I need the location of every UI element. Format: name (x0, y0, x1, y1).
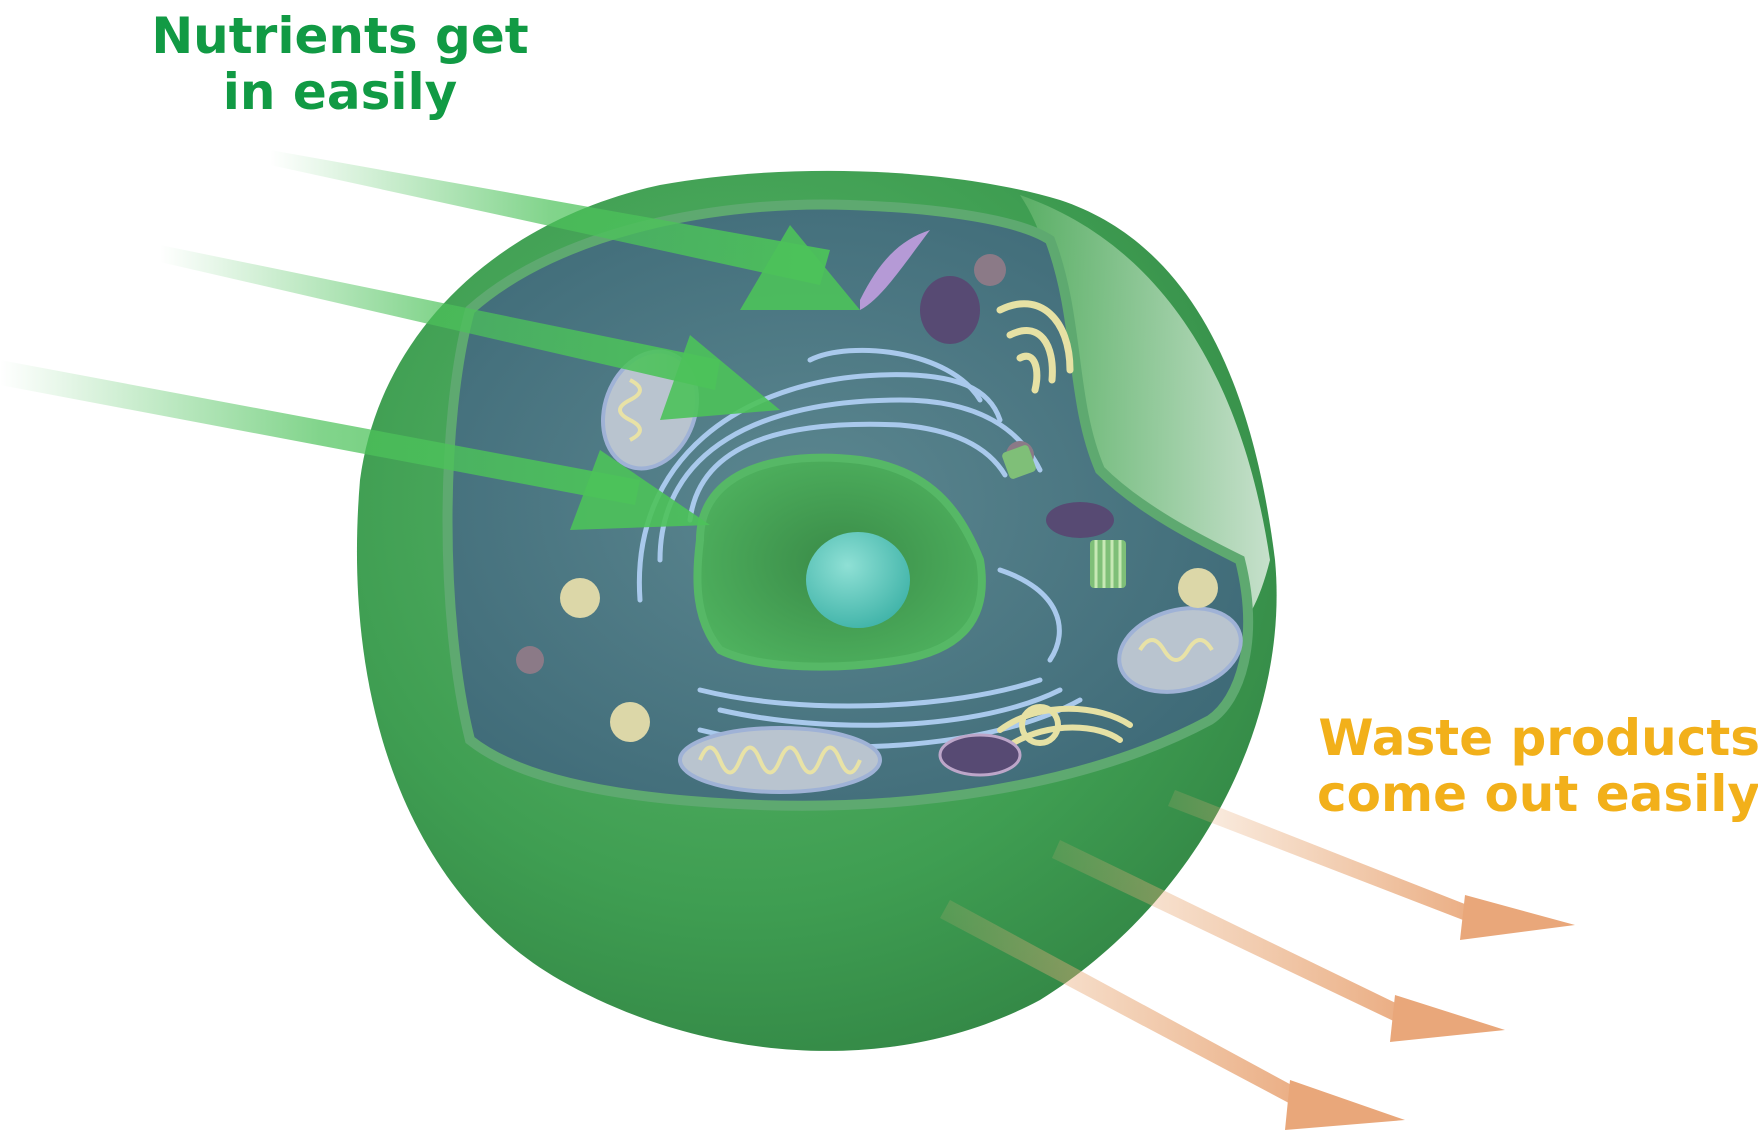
waste-label-line-2: come out easily (1290, 766, 1758, 822)
nutrients-label: Nutrients get in easily (150, 8, 530, 120)
nutrients-label-line-2: in easily (150, 64, 530, 120)
waste-label-line-1: Waste products (1290, 710, 1758, 766)
waste-label: Waste products come out easily (1290, 710, 1758, 822)
mitochondrion (680, 728, 880, 792)
waste-arrow (940, 900, 1405, 1130)
nutrients-label-line-1: Nutrients get (150, 8, 530, 64)
nucleolus (806, 532, 910, 628)
